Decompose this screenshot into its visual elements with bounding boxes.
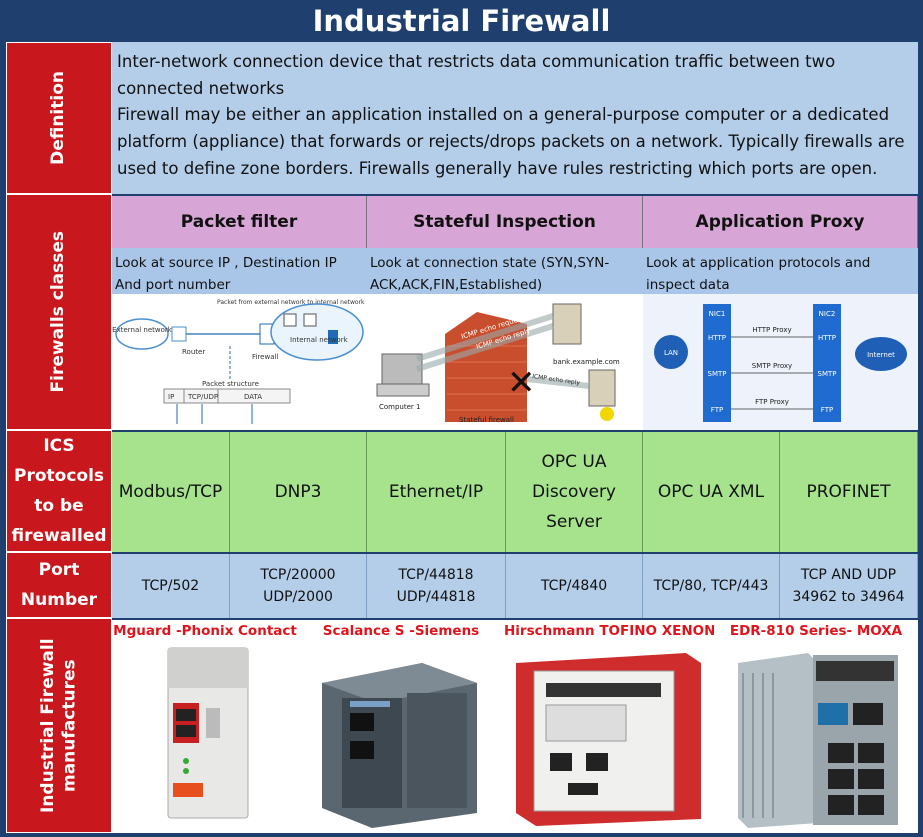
computer-icon: [283, 313, 297, 327]
stateful-firewall-label: Stateful firewall: [459, 416, 514, 424]
side-label-text: Port Number: [20, 560, 98, 610]
nic1-protocol: HTTP: [708, 334, 726, 342]
side-label-definition: Definition: [6, 42, 112, 194]
class-desc-proxy: Look at application protocols and inspec…: [643, 248, 918, 294]
side-label-manufactures: Industrial Firewall manufactures: [6, 618, 112, 833]
moxa-device-image: [718, 643, 916, 829]
svg-text:External network: External network: [112, 326, 173, 334]
nic2-protocol: FTP: [821, 406, 833, 414]
tofino-device-image: [506, 643, 712, 829]
malicious-server-icon: [588, 369, 616, 407]
server-icon: [328, 330, 338, 344]
proxy-diagram: LAN NIC1 NIC2 HTTP SMTP FTP HTTP SMTP FT…: [643, 294, 918, 430]
protocol-cell: OPC UA XML: [643, 432, 780, 552]
nic2-label: NIC2: [819, 310, 836, 318]
protocol-cell: Modbus/TCP: [112, 432, 230, 552]
computer-icon: [381, 353, 423, 385]
internet-label: Internet: [867, 351, 895, 359]
protocol-cell: DNP3: [230, 432, 367, 552]
port-cell: TCP/80, TCP/443: [643, 554, 780, 618]
scalance-device-image: [302, 643, 500, 829]
protocol-cell: PROFINET: [780, 432, 918, 552]
packet-field: IP: [168, 393, 174, 401]
class-desc-stateful: Look at connection state (SYN,SYN-ACK,AC…: [367, 248, 643, 294]
packet-filter-diagram: External network Router Packet from exte…: [112, 294, 367, 430]
internal-label: Internal network: [290, 336, 349, 344]
packet-from-label: Packet from external network to internal…: [217, 299, 365, 306]
router-label: Router: [182, 348, 205, 356]
biohazard-icon: [600, 407, 614, 421]
internal-cloud-icon: [270, 303, 364, 361]
packet-field: DATA: [244, 393, 262, 401]
packet-field: TCP/UDP: [187, 393, 218, 401]
manufacturer-name: Hirschmann TOFINO XENON: [504, 620, 715, 642]
computer-icon: [303, 313, 317, 327]
side-label-classes: Firewalls classes: [6, 194, 112, 430]
lan-icon: [654, 335, 688, 369]
port-cell: TCP/44818 UDP/44818: [367, 554, 506, 618]
block-x-icon: ✕: [507, 363, 536, 403]
definition-para2: Firewall may be either an application in…: [117, 105, 905, 178]
structure-label: Packet structure: [202, 380, 259, 388]
nic2-protocol: HTTP: [818, 334, 836, 342]
protocol-cell: OPC UA Discovery Server: [506, 432, 643, 552]
manufacturer-name: Mguard -Phonix Contact: [112, 620, 298, 642]
nic1-protocol: FTP: [711, 406, 723, 414]
lan-label: LAN: [664, 349, 678, 357]
side-label-text: Industrial Firewall manufactures: [37, 638, 79, 813]
side-label-port: Port Number: [6, 552, 112, 618]
nic1-protocol: SMTP: [708, 370, 727, 378]
class-header-stateful-inspection: Stateful Inspection: [367, 196, 643, 248]
manufacturer-name: EDR-810 Series- MOXA: [714, 620, 918, 642]
nic1-column: [703, 304, 731, 422]
packet-structure-box: [163, 388, 291, 404]
proxy-label: SMTP Proxy: [752, 362, 792, 370]
side-label-protocols: ICS Protocols to be firewalled: [6, 430, 112, 552]
proxy-label: FTP Proxy: [755, 398, 789, 406]
mguard-device-image: [118, 643, 294, 829]
server-icon: [552, 303, 582, 345]
port-cell: TCP/20000 UDP/2000: [230, 554, 367, 618]
side-label-text: ICS Protocols to be firewalled: [11, 436, 107, 546]
class-desc-packet-filter: Look at source IP , Destination IP And p…: [112, 248, 367, 294]
nic2-column: [813, 304, 841, 422]
server-label: bank.example.com: [553, 358, 620, 366]
proxy-label: HTTP Proxy: [752, 326, 791, 334]
port-cell: TCP/502: [112, 554, 230, 618]
internet-cloud-icon: [855, 337, 907, 371]
manufacturer-name: Scalance S -Siemens: [298, 620, 504, 642]
definition-box: Inter-network connection device that res…: [112, 42, 918, 194]
side-label-text: Firewalls classes: [48, 231, 69, 393]
nic2-protocol: SMTP: [818, 370, 837, 378]
class-header-packet-filter: Packet filter: [112, 196, 367, 248]
class-header-application-proxy: Application Proxy: [643, 196, 918, 248]
definition-para1: Inter-network connection device that res…: [117, 52, 836, 98]
router-icon: [171, 326, 187, 342]
side-label-text: Definition: [48, 71, 69, 165]
port-cell: TCP/4840: [506, 554, 643, 618]
port-cell: TCP AND UDP 34962 to 34964: [780, 554, 918, 618]
nic1-label: NIC1: [709, 310, 726, 318]
external-cloud-icon: [115, 318, 169, 350]
stateful-diagram: Computer 1 bank.example.com ICMP echo re…: [367, 294, 643, 430]
computer-label: Computer 1: [379, 403, 420, 411]
firewall-label: Firewall: [252, 353, 278, 361]
protocol-cell: Ethernet/IP: [367, 432, 506, 552]
page-title: Industrial Firewall: [0, 0, 923, 42]
external-label: External network: [112, 326, 173, 334]
